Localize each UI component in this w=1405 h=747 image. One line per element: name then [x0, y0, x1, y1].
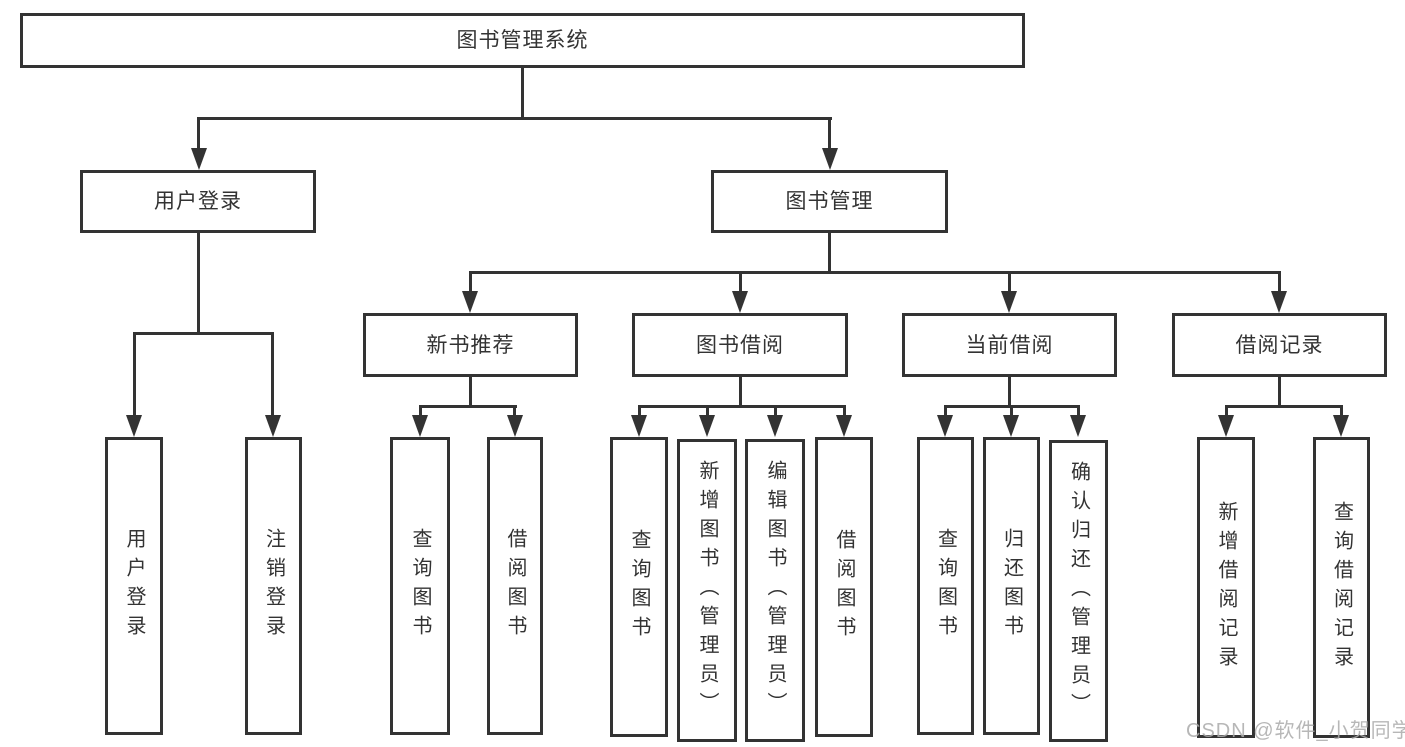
- arrowhead-bb-edit: [767, 415, 783, 437]
- connector-root-drop-right: [828, 117, 831, 149]
- connector-bb-drop-1: [638, 405, 641, 415]
- arrowhead-nbr-query: [412, 415, 428, 437]
- leaf-bb-edit-books-admin-label: 编辑图书（管理员）: [764, 460, 786, 721]
- arrowhead-cb-return: [1003, 415, 1019, 437]
- connector-br-stem: [1278, 377, 1281, 408]
- node-root: 图书管理系统: [20, 13, 1025, 68]
- leaf-cb-query-books-label: 查询图书: [934, 528, 957, 644]
- leaf-cb-return-books: 归还图书: [983, 437, 1040, 735]
- connector-root-bar: [198, 117, 832, 120]
- leaf-cb-confirm-return-admin: 确认归还（管理员）: [1049, 440, 1108, 742]
- connector-userlogin-stem: [197, 233, 200, 335]
- leaf-br-add-record: 新增借阅记录: [1197, 437, 1255, 738]
- leaf-br-query-record-label: 查询借阅记录: [1330, 500, 1353, 675]
- leaf-nbr-borrow-books: 借阅图书: [487, 437, 543, 735]
- leaf-logout-label: 注销登录: [262, 528, 285, 644]
- arrowhead-bb-query: [631, 415, 647, 437]
- connector-bb-bar: [638, 405, 846, 408]
- connector-bookmgmt-drop-3: [1008, 271, 1011, 293]
- node-book-borrow-label: 图书借阅: [696, 333, 784, 357]
- arrowhead-user-login: [191, 148, 207, 170]
- connector-bookmgmt-drop-1: [469, 271, 472, 293]
- connector-root-stem: [521, 68, 524, 118]
- connector-nbr-stem: [469, 377, 472, 408]
- node-user-login: 用户登录: [80, 170, 316, 233]
- node-book-borrow: 图书借阅: [632, 313, 848, 377]
- connector-userlogin-drop-2: [271, 332, 274, 415]
- arrowhead-leaf-user-login: [126, 415, 142, 437]
- connector-nbr-drop-1: [419, 405, 422, 415]
- connector-userlogin-bar: [133, 332, 274, 335]
- leaf-nbr-borrow-books-label: 借阅图书: [504, 528, 526, 644]
- leaf-br-query-record: 查询借阅记录: [1313, 437, 1370, 738]
- leaf-nbr-query-books-label: 查询图书: [409, 528, 431, 644]
- connector-cb-drop-3: [1077, 405, 1080, 415]
- connector-br-drop-2: [1340, 405, 1343, 415]
- arrowhead-cb-confirm: [1070, 415, 1086, 437]
- node-root-label: 图书管理系统: [456, 29, 589, 52]
- leaf-bb-edit-books-admin: 编辑图书（管理员）: [745, 439, 805, 742]
- node-new-book-rec: 新书推荐: [363, 313, 578, 377]
- arrowhead-book-borrow: [732, 291, 748, 313]
- watermark: CSDN @软件_小贺同学: [1186, 720, 1405, 742]
- connector-nbr-bar: [419, 405, 517, 408]
- connector-bookmgmt-drop-4: [1278, 271, 1281, 293]
- connector-bb-drop-4: [843, 405, 846, 415]
- leaf-br-add-record-label: 新增借阅记录: [1215, 500, 1237, 675]
- connector-bb-drop-2: [706, 405, 709, 415]
- node-user-login-label: 用户登录: [154, 190, 242, 213]
- node-new-book-rec-label: 新书推荐: [426, 333, 515, 357]
- leaf-user-login: 用户登录: [105, 437, 163, 735]
- leaf-nbr-query-books: 查询图书: [390, 437, 450, 735]
- leaf-logout: 注销登录: [245, 437, 302, 735]
- arrowhead-leaf-logout: [265, 415, 281, 437]
- arrowhead-bb-add: [699, 415, 715, 437]
- arrowhead-current-borrow: [1001, 291, 1017, 313]
- leaf-cb-query-books: 查询图书: [917, 437, 974, 735]
- node-current-borrow-label: 当前借阅: [965, 333, 1054, 357]
- connector-br-drop-1: [1225, 405, 1228, 415]
- arrowhead-cb-query: [937, 415, 953, 437]
- connector-bb-stem: [739, 377, 742, 408]
- connector-bookmgmt-bar: [469, 271, 1281, 274]
- leaf-bb-borrow-books: 借阅图书: [815, 437, 873, 737]
- arrowhead-new-book-rec: [462, 291, 478, 313]
- connector-cb-drop-2: [1010, 405, 1013, 415]
- connector-cb-stem: [1008, 377, 1011, 408]
- leaf-bb-query-books-label: 查询图书: [628, 529, 650, 645]
- leaf-user-login-label: 用户登录: [123, 528, 145, 644]
- leaf-bb-query-books: 查询图书: [610, 437, 668, 737]
- connector-cb-drop-1: [944, 405, 947, 415]
- leaf-cb-return-books-label: 归还图书: [1000, 528, 1023, 644]
- leaf-bb-borrow-books-label: 借阅图书: [833, 529, 855, 645]
- node-book-mgmt: 图书管理: [711, 170, 948, 233]
- connector-br-bar: [1225, 405, 1342, 408]
- node-book-mgmt-label: 图书管理: [785, 190, 874, 213]
- connector-userlogin-drop-1: [133, 332, 136, 415]
- connector-nbr-drop-2: [513, 405, 516, 415]
- leaf-bb-add-books-admin: 新增图书（管理员）: [677, 439, 737, 742]
- arrowhead-book-mgmt: [822, 148, 838, 170]
- arrowhead-br-add: [1218, 415, 1234, 437]
- arrowhead-nbr-borrow: [507, 415, 523, 437]
- node-borrow-records: 借阅记录: [1172, 313, 1387, 377]
- connector-bb-drop-3: [774, 405, 777, 415]
- arrowhead-borrow-records: [1271, 291, 1287, 313]
- node-current-borrow: 当前借阅: [902, 313, 1117, 377]
- arrowhead-bb-borrow: [836, 415, 852, 437]
- leaf-bb-add-books-admin-label: 新增图书（管理员）: [696, 460, 718, 721]
- connector-bookmgmt-stem: [828, 233, 831, 273]
- connector-bookmgmt-drop-2: [739, 271, 742, 293]
- arrowhead-br-query: [1333, 415, 1349, 437]
- connector-root-drop-left: [197, 117, 200, 149]
- node-borrow-records-label: 借阅记录: [1235, 333, 1324, 357]
- leaf-cb-confirm-return-admin-label: 确认归还（管理员）: [1067, 460, 1090, 722]
